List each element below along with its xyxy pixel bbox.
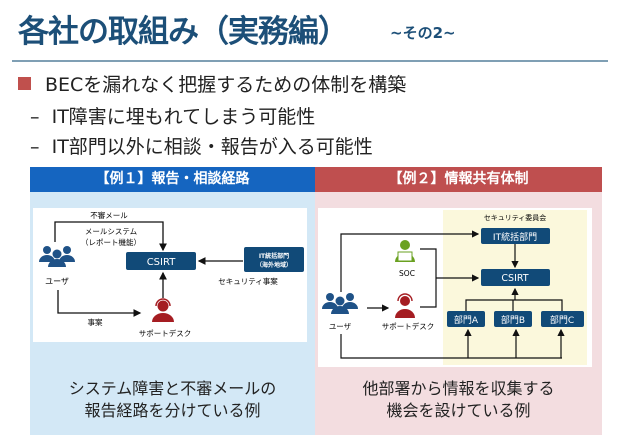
support-desk-label: サポートデスク bbox=[139, 328, 192, 338]
incident-label: 事案 bbox=[88, 317, 103, 327]
soc-icon bbox=[395, 240, 415, 262]
example2-caption: 他部署から情報を収集する機会を設けている例 bbox=[315, 378, 602, 422]
example1-header: 【例１】報告・相談経路 bbox=[30, 167, 315, 192]
dept-b-box bbox=[494, 311, 532, 327]
example2-diagram: セキュリティ委員会 IT統括部門 CSIRT 部門A 部門B 部門C SOC サ… bbox=[318, 208, 592, 367]
it-dept-region-label: （海外地域） bbox=[256, 261, 292, 269]
support-desk-icon bbox=[395, 293, 415, 318]
dept-c-label: 部門C bbox=[550, 314, 574, 326]
page-title: 各社の取組み（実務編） bbox=[18, 14, 349, 50]
bullet-square-icon bbox=[18, 77, 31, 90]
user-label: ユーザ bbox=[45, 277, 69, 286]
dept-a-label: 部門A bbox=[454, 314, 479, 326]
support-desk-label: サポートデスク bbox=[382, 321, 435, 331]
caption-line: 他部署から情報を収集する bbox=[362, 379, 555, 398]
csirt-box bbox=[481, 269, 550, 286]
title-divider bbox=[12, 60, 608, 62]
main-bullet-text: BECを漏れなく把握するための体制を構築 bbox=[45, 74, 407, 96]
sub-bullet: – IT部門以外に相談・報告が入る可能性 bbox=[30, 132, 373, 159]
dash: – bbox=[30, 106, 40, 128]
committee-label: セキュリティ委員会 bbox=[484, 213, 547, 222]
caption-line: 報告経路を分けている例 bbox=[84, 401, 261, 420]
report-function-label: （レポート機能） bbox=[81, 237, 141, 247]
user-label: ユーザ bbox=[329, 322, 352, 331]
csirt-label: CSIRT bbox=[147, 257, 177, 268]
example1-diagram: ユーザ 不審メール メールシステム （レポート機能） CSIRT IT統括部門 … bbox=[33, 208, 307, 342]
soc-label: SOC bbox=[399, 269, 415, 278]
caption-line: 機会を設けている例 bbox=[386, 401, 531, 420]
dash: – bbox=[30, 136, 40, 158]
csirt-box bbox=[126, 252, 196, 270]
security-incident-label: セキュリティ事案 bbox=[218, 276, 278, 286]
mail-system-label: メールシステム bbox=[85, 227, 137, 236]
dept-c-box bbox=[541, 311, 584, 327]
caption-line: システム障害と不審メールの bbox=[68, 379, 277, 398]
page-subtitle: ~その2~ bbox=[390, 24, 456, 42]
it-dept-label: IT統括部門 bbox=[493, 231, 537, 243]
support-desk-icon bbox=[152, 298, 174, 322]
sub-bullet-text: IT障害に埋もれてしまう可能性 bbox=[51, 106, 316, 128]
dept-b-label: 部門B bbox=[501, 314, 525, 326]
main-bullet: BECを漏れなく把握するための体制を構築 bbox=[18, 70, 406, 97]
sub-bullet: – IT障害に埋もれてしまう可能性 bbox=[30, 102, 315, 129]
dept-a-box bbox=[447, 311, 485, 327]
csirt-label: CSIRT bbox=[501, 273, 528, 284]
example2-header: 【例２】情報共有体制 bbox=[315, 167, 602, 192]
it-dept-box bbox=[244, 247, 304, 272]
it-dept-box bbox=[481, 228, 550, 244]
it-dept-label: IT統括部門 bbox=[259, 252, 289, 260]
example1-caption: システム障害と不審メールの報告経路を分けている例 bbox=[30, 378, 315, 422]
suspicious-mail-label: 不審メール bbox=[90, 210, 128, 220]
sub-bullet-text: IT部門以外に相談・報告が入る可能性 bbox=[51, 136, 373, 158]
